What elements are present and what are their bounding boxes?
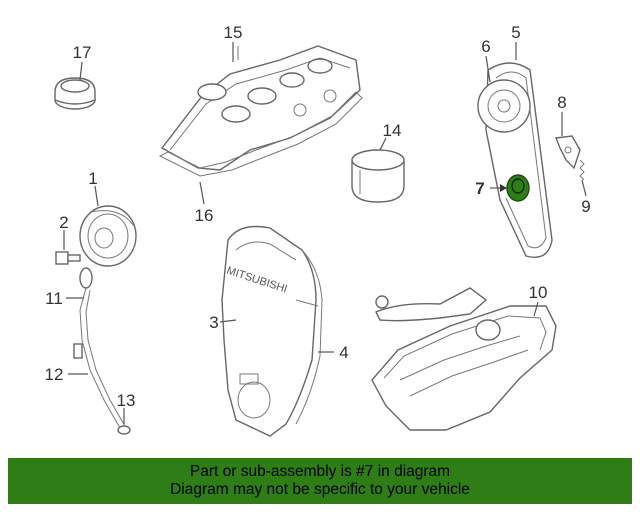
- leader-3: [219, 319, 237, 323]
- leader-1: [94, 185, 99, 207]
- leader-10: [533, 301, 539, 317]
- callout-10[interactable]: 10: [529, 283, 548, 302]
- part-1-crankshaft-pulley[interactable]: [79, 205, 137, 267]
- callout-15[interactable]: 15: [224, 23, 243, 42]
- fitment-notice-banner: Part or sub-assembly is #7 in diagram Di…: [8, 458, 632, 504]
- callout-17[interactable]: 17: [73, 43, 92, 62]
- callout-4[interactable]: 4: [339, 343, 348, 362]
- callout-9[interactable]: 9: [581, 197, 590, 216]
- part-14-oil-filter[interactable]: [351, 149, 405, 203]
- part-3-upper-timing-cover[interactable]: MITSUBISHI: [221, 225, 317, 437]
- callout-5[interactable]: 5: [511, 23, 520, 42]
- callout-8[interactable]: 8: [557, 93, 566, 112]
- callout-12[interactable]: 12: [45, 365, 64, 384]
- part-7-tensioner-pulley[interactable]: [506, 174, 530, 202]
- callout-1[interactable]: 1: [88, 169, 97, 188]
- callout-2[interactable]: 2: [59, 213, 68, 232]
- callout-3[interactable]: 3: [209, 313, 218, 332]
- notice-line-2: Diagram may not be specific to your vehi…: [170, 481, 470, 498]
- callout-13[interactable]: 13: [117, 391, 136, 410]
- part-13-tube-seal[interactable]: [117, 425, 131, 435]
- callout-16[interactable]: 16: [195, 206, 214, 225]
- callout-11[interactable]: 11: [45, 289, 63, 308]
- notice-line-1: Part or sub-assembly is #7 in diagram: [189, 463, 451, 480]
- callout-14[interactable]: 14: [383, 121, 402, 140]
- part-12-dipstick-tube[interactable]: [73, 289, 127, 429]
- part-11-dipstick[interactable]: [79, 267, 121, 429]
- parts-diagram: 17 15 16 14 6 5: [45, 23, 591, 437]
- part-17-oil-cap[interactable]: [54, 77, 96, 110]
- leader-16: [199, 181, 205, 205]
- part-4-lower-timing-cover[interactable]: [295, 249, 323, 425]
- part-8-tensioner-bracket[interactable]: [555, 135, 581, 170]
- part-10-oil-pan[interactable]: [371, 287, 557, 431]
- part-16-valve-cover-gasket[interactable]: [158, 91, 363, 177]
- part-6-camshaft-sprocket[interactable]: [477, 79, 531, 133]
- callout-7[interactable]: 7: [475, 179, 484, 198]
- leader-17: [79, 61, 83, 81]
- part-2-pulley-bolt[interactable]: [55, 251, 81, 265]
- leader-9: [581, 179, 587, 197]
- leader-14: [379, 137, 387, 151]
- leader-6: [485, 55, 491, 83]
- part-15-valve-cover[interactable]: [160, 45, 361, 171]
- arrow-7-icon: [500, 184, 507, 192]
- part-9-tensioner-spring[interactable]: [579, 159, 585, 181]
- callout-6[interactable]: 6: [481, 37, 490, 56]
